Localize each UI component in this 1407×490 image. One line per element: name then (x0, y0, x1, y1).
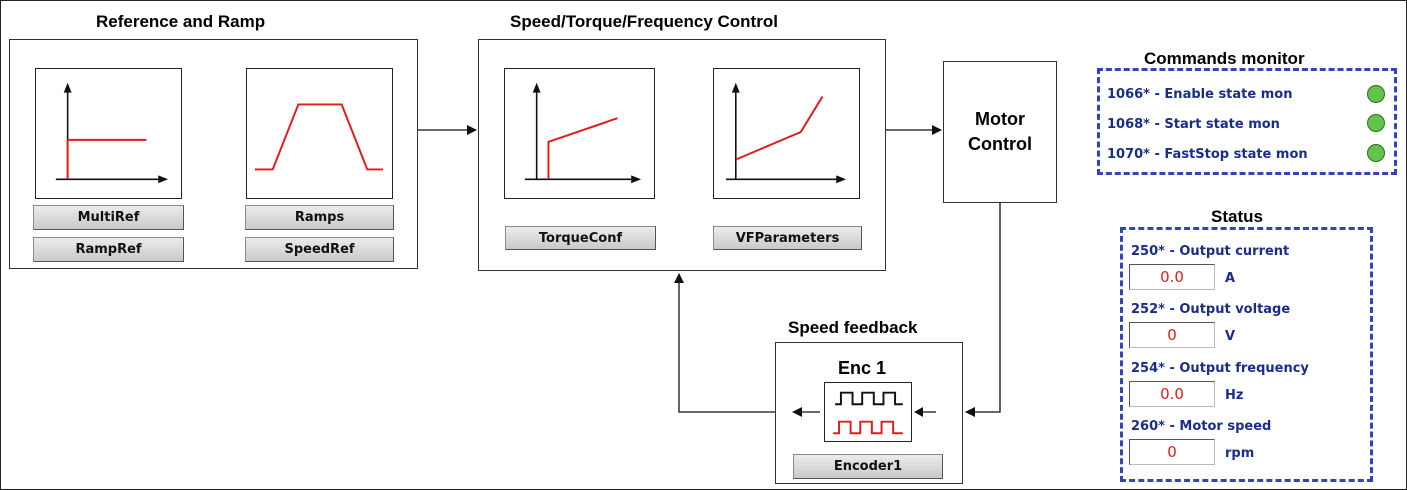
output-current-unit: A (1225, 271, 1236, 286)
commands-monitor-title: Commands monitor (1144, 49, 1305, 68)
control-title: Speed/Torque/Frequency Control (510, 12, 778, 31)
enable-state-indicator (1367, 85, 1385, 103)
output-current-value: 0.0 (1129, 264, 1215, 290)
encoder1-button[interactable]: Encoder1 (793, 454, 943, 479)
rampref-button[interactable]: RampRef (33, 237, 184, 262)
motor-control-block[interactable]: Motor Control (943, 61, 1057, 203)
output-voltage-value: 0 (1129, 322, 1215, 348)
reference-ramp-title: Reference and Ramp (96, 12, 266, 31)
speed-feedback-title: Speed feedback (788, 318, 918, 337)
multiref-graph-icon[interactable] (35, 68, 182, 199)
output-current-label: 250* - Output current (1131, 244, 1290, 259)
start-state-label: 1068* - Start state mon (1107, 117, 1280, 132)
status-title: Status (1211, 207, 1263, 226)
speedref-button[interactable]: SpeedRef (245, 237, 394, 262)
encoder-arrows (792, 407, 936, 417)
faststop-state-label: 1070* - FastStop state mon (1107, 147, 1308, 162)
status-panel (1120, 227, 1373, 482)
enable-state-label: 1066* - Enable state mon (1107, 87, 1293, 102)
encoder-signal-icon[interactable] (824, 382, 912, 442)
motor-control-label-line1: Motor (975, 109, 1025, 129)
motor-control-label-line2: Control (968, 134, 1032, 154)
output-frequency-unit: Hz (1225, 388, 1244, 403)
vf-graph-icon[interactable] (713, 68, 860, 199)
motor-speed-label: 260* - Motor speed (1131, 419, 1272, 434)
motor-speed-value: 0 (1129, 439, 1215, 465)
output-frequency-label: 254* - Output frequency (1131, 361, 1309, 376)
motor-speed-unit: rpm (1225, 446, 1255, 461)
output-frequency-value: 0.0 (1129, 381, 1215, 407)
output-voltage-unit: V (1225, 329, 1236, 344)
output-voltage-label: 252* - Output voltage (1131, 302, 1291, 317)
torque-graph-icon[interactable] (504, 68, 655, 199)
multiref-button[interactable]: MultiRef (33, 205, 184, 230)
start-state-indicator (1367, 114, 1385, 132)
ramps-button[interactable]: Ramps (245, 205, 394, 230)
torqueconf-button[interactable]: TorqueConf (505, 226, 656, 250)
commands-monitor-panel (1097, 68, 1397, 175)
encoder-label: Enc 1 (838, 358, 887, 378)
ramps-graph-icon[interactable] (246, 68, 393, 199)
faststop-state-indicator (1367, 144, 1385, 162)
vfparameters-button[interactable]: VFParameters (713, 226, 862, 250)
